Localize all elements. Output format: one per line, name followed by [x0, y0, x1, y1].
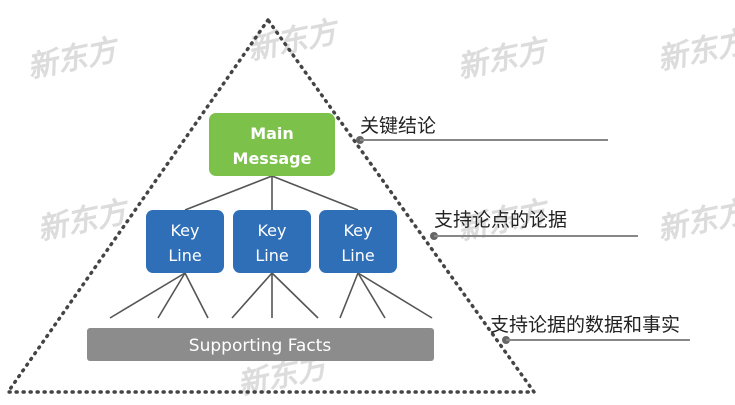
connector	[184, 175, 273, 211]
key-line-box	[146, 210, 224, 273]
key-line-label-1: Key	[257, 221, 286, 240]
key-line-label-1: Key	[170, 221, 199, 240]
connector	[157, 272, 186, 319]
connector	[271, 175, 359, 211]
annotation-top-label: 关键结论	[360, 115, 436, 137]
connector	[109, 272, 186, 319]
main-connectors	[184, 175, 359, 211]
connector	[271, 272, 319, 319]
annotation-middle: 支持论点的论据	[430, 209, 638, 240]
watermark: 新东方	[654, 24, 735, 78]
key-line-label-2: Line	[255, 246, 288, 265]
connector	[339, 272, 359, 319]
watermark: 新东方	[654, 194, 735, 248]
connector	[231, 272, 273, 319]
watermark: 新东方	[244, 14, 343, 68]
fact-connectors	[109, 272, 433, 319]
annotation-bottom: 支持论据的数据和事实	[490, 314, 690, 344]
annotation-top: 关键结论	[356, 115, 608, 144]
supporting-facts-label: Supporting Facts	[189, 336, 332, 356]
key-line-node: Key Line	[146, 210, 224, 273]
watermark: 新东方	[454, 32, 553, 86]
key-line-label-2: Line	[168, 246, 201, 265]
key-line-box	[233, 210, 311, 273]
main-message-line1: Main	[250, 124, 294, 143]
supporting-facts-node: Supporting Facts	[87, 328, 434, 361]
key-line-box	[319, 210, 397, 273]
key-line-node: Key Line	[233, 210, 311, 273]
watermark: 新东方	[24, 32, 123, 86]
connector	[357, 272, 433, 319]
key-line-label-1: Key	[343, 221, 372, 240]
key-line-label-2: Line	[341, 246, 374, 265]
key-line-node: Key Line	[319, 210, 397, 273]
main-message-line2: Message	[233, 149, 312, 168]
annotation-middle-label: 支持论点的论据	[434, 209, 567, 231]
annotation-bottom-label: 支持论据的数据和事实	[490, 314, 680, 336]
supporting-facts-box	[87, 328, 434, 361]
watermark: 新东方	[34, 194, 133, 248]
connector	[184, 272, 209, 319]
connector	[357, 272, 386, 319]
main-message-box	[209, 113, 335, 176]
main-message-node: Main Message	[209, 113, 335, 176]
